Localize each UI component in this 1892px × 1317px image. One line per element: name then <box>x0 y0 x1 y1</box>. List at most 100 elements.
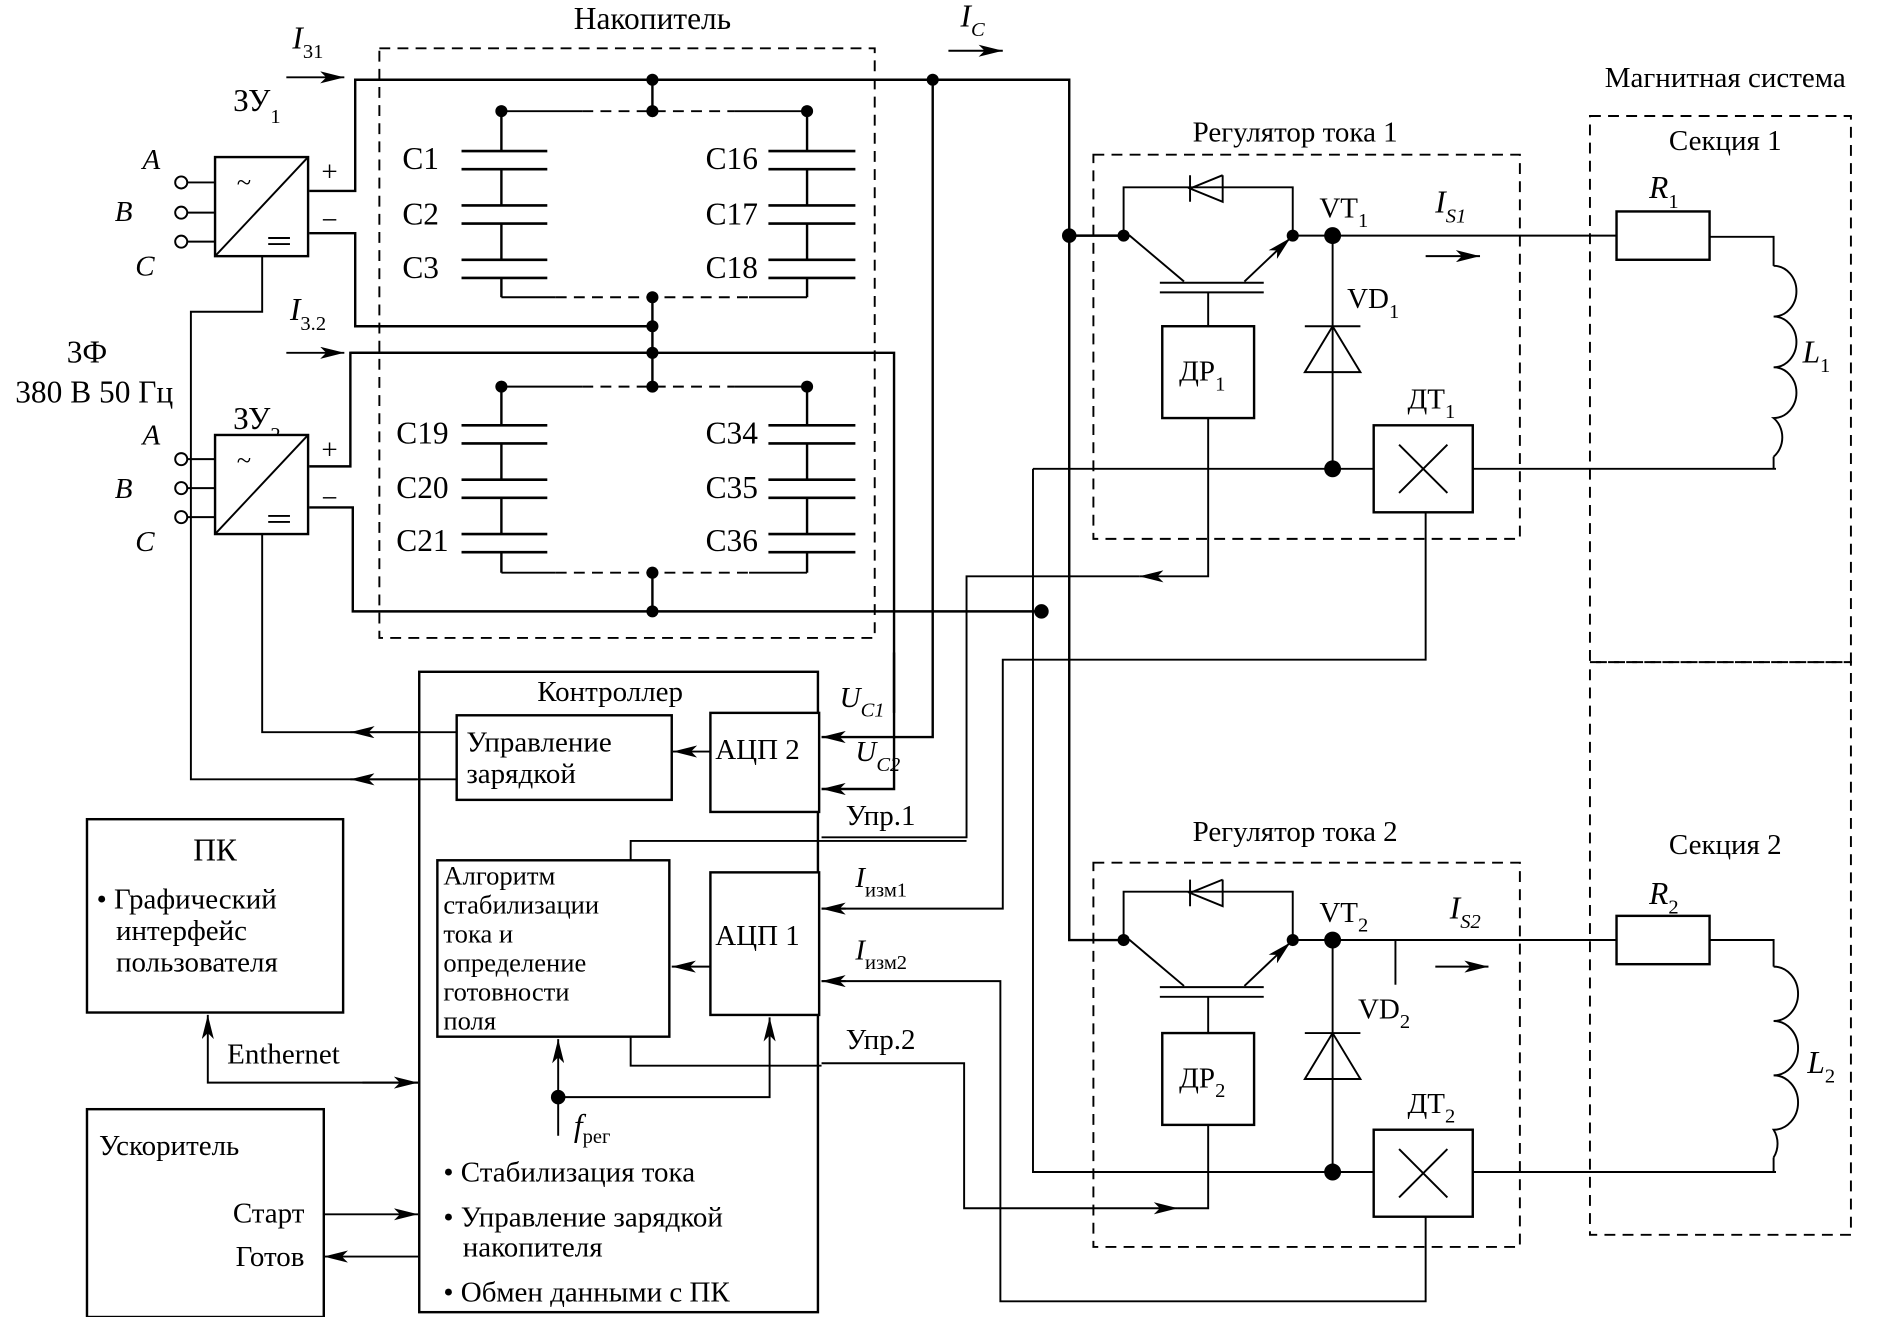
svg-text:−: − <box>321 482 337 514</box>
svg-text:I31: I31 <box>291 20 323 63</box>
svg-text:накопителя: накопителя <box>463 1232 603 1264</box>
svg-text:C16: C16 <box>706 141 758 176</box>
svg-text:интерфейс: интерфейс <box>116 915 247 947</box>
svg-text:C3: C3 <box>402 250 439 285</box>
svg-text:C20: C20 <box>396 470 448 505</box>
controller-input-arrows <box>821 902 846 988</box>
svg-text:поля: поля <box>443 1005 496 1035</box>
svg-text:Enthernet: Enthernet <box>227 1038 340 1070</box>
svg-text:C: C <box>135 250 155 282</box>
svg-text:C19: C19 <box>396 415 448 450</box>
svg-text:ЗУ1: ЗУ1 <box>233 83 280 128</box>
svg-text:определение: определение <box>443 947 586 977</box>
svg-text:IC: IC <box>959 0 984 41</box>
svg-text:Готов: Готов <box>236 1241 305 1273</box>
phase-terminals-2: A B C <box>115 420 216 558</box>
svg-text:C35: C35 <box>706 470 758 505</box>
svg-text:Iизм2: Iизм2 <box>854 934 907 974</box>
svg-text:~: ~ <box>237 445 251 475</box>
svg-text:Алгоритм: Алгоритм <box>443 860 555 890</box>
phase-terminals-1: A B C <box>115 144 216 282</box>
svg-text:R2: R2 <box>1648 876 1678 919</box>
current-regulator-2: Регулятор тока 2 VT2 IS2 VD2 ДР2 ДТ2 <box>821 816 1777 1303</box>
svg-text:Регулятор тока 2: Регулятор тока 2 <box>1193 816 1398 848</box>
svg-text:ДР1: ДР1 <box>1179 356 1225 396</box>
svg-text:A: A <box>141 144 161 176</box>
svg-text:+: + <box>321 156 337 188</box>
svg-text:C: C <box>135 526 155 558</box>
svg-text:C2: C2 <box>402 197 439 232</box>
current-regulator-1: Регулятор тока 1 VT1 IS1 VD1 ДР1 <box>821 116 1777 910</box>
svg-text:ДТ1: ДТ1 <box>1408 383 1456 423</box>
svg-text:C21: C21 <box>396 523 448 558</box>
svg-text:+: + <box>321 434 337 466</box>
svg-text:стабилизации: стабилизации <box>443 889 599 919</box>
svg-text:C34: C34 <box>706 415 759 450</box>
svg-text:IS1: IS1 <box>1434 185 1466 228</box>
svg-text:3Ф: 3Ф <box>67 334 108 369</box>
svg-text:IS2: IS2 <box>1449 890 1481 933</box>
svg-text:ДР2: ДР2 <box>1179 1062 1225 1102</box>
svg-text:L2: L2 <box>1806 1045 1835 1088</box>
svg-text:Регулятор тока 1: Регулятор тока 1 <box>1193 116 1398 148</box>
adc2-block <box>709 711 821 814</box>
svg-text:ДТ2: ДТ2 <box>1408 1088 1456 1128</box>
svg-text:VT2: VT2 <box>1319 897 1368 937</box>
current-labels: I31 I3.2 IC <box>286 0 1003 359</box>
svg-text:L1: L1 <box>1802 334 1831 377</box>
svg-text:A: A <box>141 420 161 452</box>
svg-text:Секция 1: Секция 1 <box>1669 125 1782 157</box>
bullet-3: • Обмен данными с ПК <box>443 1276 730 1308</box>
svg-text:B: B <box>115 473 133 505</box>
svg-text:C17: C17 <box>706 197 758 232</box>
svg-text:Управление: Управление <box>466 727 611 759</box>
svg-text:Iизм1: Iизм1 <box>854 862 907 902</box>
storage-block: Накопитель <box>378 1 876 639</box>
svg-text:готовности: готовности <box>443 976 569 1006</box>
svg-text:−: − <box>321 205 337 237</box>
accelerator-block: Ускоритель Старт Готов <box>85 1107 419 1317</box>
svg-text:B: B <box>115 196 133 228</box>
capacitor-bank-bottom: C19 C20 C21 C34 C35 C36 <box>396 326 856 618</box>
svg-text:C1: C1 <box>402 141 439 176</box>
svg-text:C36: C36 <box>706 523 758 558</box>
svg-text:UC1: UC1 <box>840 682 885 722</box>
storage-boundary <box>378 47 876 639</box>
svg-text:VT1: VT1 <box>1319 192 1368 232</box>
adc1-block <box>709 871 821 1017</box>
bullet-1: • Стабилизация тока <box>443 1157 695 1189</box>
svg-text:Упр.2: Упр.2 <box>846 1024 916 1056</box>
svg-text:Контроллер: Контроллер <box>537 676 683 708</box>
charger-zu1: ЗУ1 ~ + − A B C <box>115 83 417 781</box>
svg-text:I3.2: I3.2 <box>289 292 326 335</box>
svg-text:~: ~ <box>237 167 251 197</box>
controller: Контроллер Управление зарядкой АЦП 2 Алг… <box>350 670 967 1314</box>
svg-text:ЗУ2: ЗУ2 <box>233 401 280 446</box>
svg-text:АЦП 2: АЦП 2 <box>715 734 800 766</box>
svg-text:Старт: Старт <box>233 1198 305 1230</box>
storage-title: Накопитель <box>574 1 731 36</box>
svg-text:Ускоритель: Ускоритель <box>99 1130 239 1162</box>
capacitor-bank-top: C1 C2 C3 C16 C17 C18 <box>402 79 856 333</box>
charge-control-block <box>455 714 673 802</box>
svg-text:Секция 2: Секция 2 <box>1669 829 1782 861</box>
svg-text:UC2: UC2 <box>855 736 900 776</box>
svg-text:ПК: ПК <box>193 832 238 867</box>
svg-text:Магнитная система: Магнитная система <box>1605 62 1846 94</box>
svg-text:VD1: VD1 <box>1347 283 1399 323</box>
charger-zu2: ЗУ2 ~ + − A B C <box>115 401 417 734</box>
algorithm-block <box>436 859 671 1038</box>
svg-text:пользователя: пользователя <box>116 946 278 978</box>
svg-text:380 В 50 Гц: 380 В 50 Гц <box>15 374 173 409</box>
magnet-system: Магнитная система Секция 1 R1 L1 Секция … <box>1588 62 1852 1236</box>
svg-text:АЦП 1: АЦП 1 <box>715 920 800 952</box>
bullet-2: • Управление зарядкой <box>443 1201 723 1233</box>
svg-text:Упр.1: Упр.1 <box>846 800 916 832</box>
pc-block: ПК • Графический интерфейс пользователя … <box>85 817 419 1089</box>
svg-text:R1: R1 <box>1648 170 1678 213</box>
svg-text:тока и: тока и <box>443 918 513 948</box>
supply-label: 3Ф 380 В 50 Гц <box>15 334 173 409</box>
svg-text:зарядкой: зарядкой <box>466 758 575 790</box>
svg-text:VD2: VD2 <box>1358 994 1410 1034</box>
